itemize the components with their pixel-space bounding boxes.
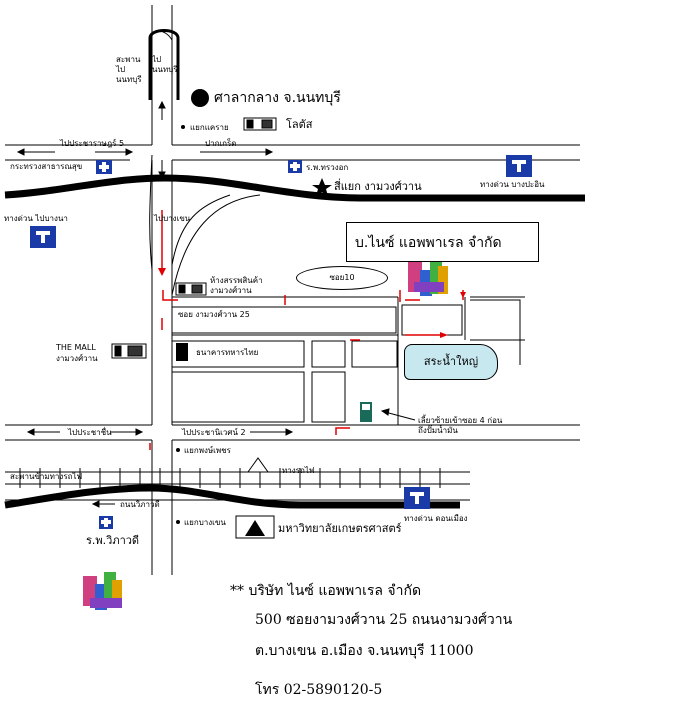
city-hall-label: ศาลากลาง จ.นนทบุรี — [214, 90, 341, 106]
company-building-icon — [408, 258, 448, 296]
company-label: บ.ไนซ์ แอพพาเรล จำกัด — [346, 222, 539, 262]
bank-icon — [176, 343, 188, 361]
expressway-bangpain-label: ทางด่วน บางปะอิน — [480, 180, 545, 189]
pakkret-label: ปากเกร็ด — [205, 139, 237, 148]
kasetsart-label: มหาวิทยาลัยเกษตรศาสตร์ — [278, 522, 402, 535]
address-line-1: ** บริษัท ไนซ์ แอพพาเรล จำกัด — [230, 583, 422, 599]
bridge-north-label: สะพาน ไปนนทบุรี — [116, 55, 142, 84]
expressway-upper — [4, 174, 585, 202]
railway-label: ทางรถไฟ — [282, 466, 315, 475]
hospital-vibhavadi-label: ร.พ.วิภาวดี — [86, 534, 140, 547]
store-icons — [111, 117, 277, 359]
prachachuen-label: ไปประชาชื่น — [68, 428, 112, 437]
railway-station-icon — [247, 457, 269, 473]
roads — [5, 5, 580, 575]
address-line-2: 500 ซอยงามวงศ์วาน 25 ถนนงามวงศ์วาน — [255, 612, 513, 628]
the-mall-label: THE MALL — [56, 343, 96, 352]
expressway-donmuang-label: ทางด่วน ดอนเมือง — [404, 514, 468, 523]
hospital-chaloem-label: ร.พ.ทรวงอก — [306, 163, 349, 172]
shop-ngamwongwan-label: ห้างสรรพสินค้า งามวงศ์วาน — [210, 276, 263, 295]
railway-ties — [19, 468, 441, 488]
ministry-label: กระทรวงสาธารณสุข — [10, 162, 83, 171]
pracharat5-label: ไปประชาราษฎร์ 5 — [60, 139, 125, 148]
yak-khae-rai-label: แยกแคราย — [190, 123, 229, 132]
prachaniwet-label: ไปประชานิเวศน์ 2 — [182, 428, 246, 437]
the-mall-sub-label: งามวงศ์วาน — [56, 354, 98, 363]
address-line-3: ต.บางเขน อ.เมือง จ.นนทบุรี 11000 — [255, 643, 474, 659]
expressway-lower — [4, 484, 460, 509]
kasetsart-icon — [235, 515, 275, 539]
lotus-label: โลตัส — [286, 118, 313, 131]
vibhavadi-label: ถนนวิภาวดี — [120, 500, 160, 509]
hospital-icons — [96, 160, 302, 529]
soi25-label: ซอย งามวงศ์วาน 25 — [178, 310, 250, 319]
gas-pump-icon — [360, 402, 372, 422]
gas-note-label: เลี้ยวซ้ายเข้าซอย 4 ก่อนถึงปั๊มน้ำมัน — [418, 416, 503, 435]
city-hall-marker — [191, 89, 209, 107]
address-line-4: โทร 02-5890120-5 — [255, 682, 383, 698]
route-red — [149, 210, 464, 450]
north-arrow-label: ไป นนทบุรี — [152, 55, 178, 74]
expressway-signs — [30, 155, 532, 509]
kaset-intersection-label: แยกบางเขน — [184, 518, 226, 527]
star-marker — [312, 178, 332, 196]
to-bangkhen-label: ไปบางเขน — [154, 214, 191, 223]
soi10-label: ซอย10 — [296, 266, 388, 290]
bridge-label: สะพานข้ามทางรถไฟ — [10, 472, 83, 481]
intersection-label: สี่แยก งามวงศ์วาน — [334, 180, 422, 193]
direction-arrows — [16, 100, 416, 508]
logo-building-icon — [83, 572, 122, 610]
phayathai-label: แยกพงษ์เพชร — [184, 446, 231, 455]
lake-label: สระน้ำใหญ่ — [404, 344, 498, 380]
loop-road — [148, 29, 180, 100]
expressway-bangna-label: ทางด่วน ไปบางนา — [4, 214, 68, 223]
bank-label: ธนาคารทหารไทย — [196, 348, 259, 357]
